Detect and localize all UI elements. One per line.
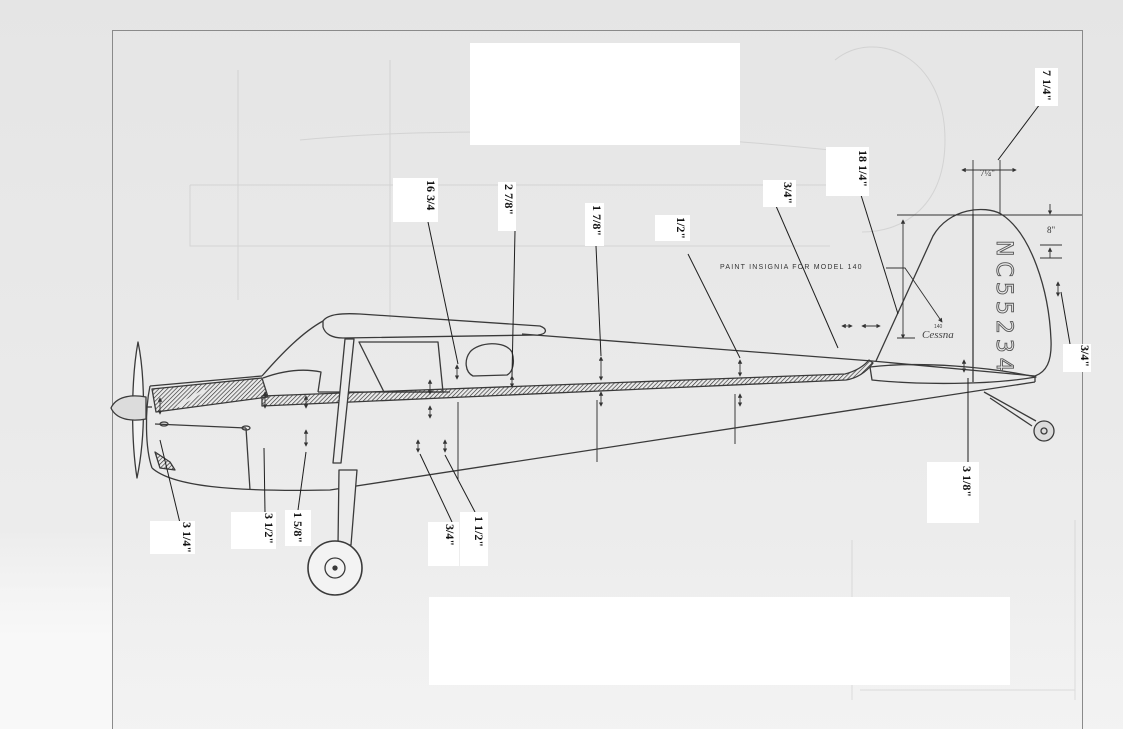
- leader-line: [427, 221, 459, 365]
- spinner: [110, 395, 147, 421]
- leader-line: [1060, 291, 1071, 345]
- main-wheel-hub: [324, 557, 346, 579]
- cowling-seam: [154, 423, 251, 491]
- cessna-logo-model: 140: [934, 324, 943, 330]
- turtle-deck: [521, 333, 1036, 382]
- dimension-label-stripe-window: 2 7/8": [498, 182, 516, 231]
- door-window: [358, 341, 444, 393]
- dimension-label-stripe-tail: 3/4": [763, 180, 796, 207]
- tail-wheel-hub: [1040, 427, 1048, 435]
- leader-line: [297, 451, 307, 511]
- fin-chord-dimension: 7¼": [980, 168, 995, 178]
- insignia-leader: [886, 267, 943, 323]
- leader-line: [419, 453, 453, 523]
- fuselage-paint-stripe: [261, 359, 874, 407]
- extension-line: [972, 160, 1001, 214]
- dimension-label-stabilizer: 3 1/8": [927, 462, 979, 523]
- dimension-label-cowl-stripe: 3 1/2": [231, 512, 276, 549]
- windshield: [261, 320, 324, 377]
- dimension-label-stripe-mid: 1 7/8": [585, 203, 604, 246]
- registration-number: NC55234: [991, 240, 1016, 377]
- ghost-tail-outline: [834, 46, 946, 233]
- drawing-border-frame: [112, 30, 1083, 729]
- label-leaders: [159, 103, 1071, 524]
- number-height-dimension: 8": [1047, 225, 1056, 235]
- dimension-label-rudder: 3/4": [1063, 344, 1092, 372]
- cowling-sheen: [177, 388, 206, 408]
- cowling-fastener: [241, 425, 251, 431]
- leader-line: [595, 245, 602, 357]
- dimension-label-fin-chord: 7 1/4": [1035, 68, 1058, 106]
- leader-line: [511, 230, 516, 377]
- leader-line: [263, 447, 266, 513]
- glare-shield: [262, 369, 322, 393]
- cowling-paint-hatch: [151, 377, 269, 413]
- rear-window: [465, 343, 514, 377]
- main-wheel-axle: [332, 565, 338, 571]
- dimension-label-rear-window: 16 3/4: [393, 178, 438, 222]
- blank-box-bottom: [429, 597, 1010, 685]
- dimension-label-lower-stripe-b: 1 1/2": [460, 512, 488, 566]
- cessna-logo: Cessna: [922, 329, 954, 341]
- wing: [322, 313, 547, 339]
- wing-strut: [332, 338, 355, 464]
- leader-line: [687, 253, 741, 359]
- scan-margin-fade: [0, 530, 112, 729]
- paint-insignia-note: PAINT INSIGNIA FOR MODEL 140: [720, 264, 863, 271]
- leader-line: [444, 454, 476, 513]
- main-gear-leg: [337, 469, 358, 546]
- tail-wheel-spring: [983, 391, 1037, 427]
- dimension-label-fin-height: 18 1/4": [826, 147, 870, 196]
- leader-line: [860, 194, 899, 315]
- dimension-label-forward-fuselage: 1 5/8": [285, 510, 311, 546]
- vertical-fin-rudder: [875, 208, 1052, 377]
- tail-wheel: [1033, 420, 1055, 442]
- leader-line: [997, 103, 1041, 161]
- cowling-front: [145, 385, 153, 469]
- cowling-fastener: [159, 421, 169, 427]
- ghost-wing-tip: [189, 185, 232, 247]
- airplane: [110, 208, 1055, 596]
- dimension-label-cowl-front: 3 1/4": [150, 521, 195, 554]
- cowling-top: [149, 375, 263, 387]
- extension-line: [1040, 244, 1062, 259]
- blank-box-top: [470, 43, 740, 145]
- leader-line: [159, 439, 181, 524]
- fuselage-bottom: [151, 381, 1036, 492]
- dimension-marks: [157, 160, 1082, 453]
- horizontal-stabilizer: [869, 363, 1037, 385]
- leader-line: [775, 205, 839, 349]
- dimension-label-lower-stripe-a: 3/4": [428, 522, 459, 566]
- dimension-label-stripe-aft: 1/2": [655, 215, 690, 241]
